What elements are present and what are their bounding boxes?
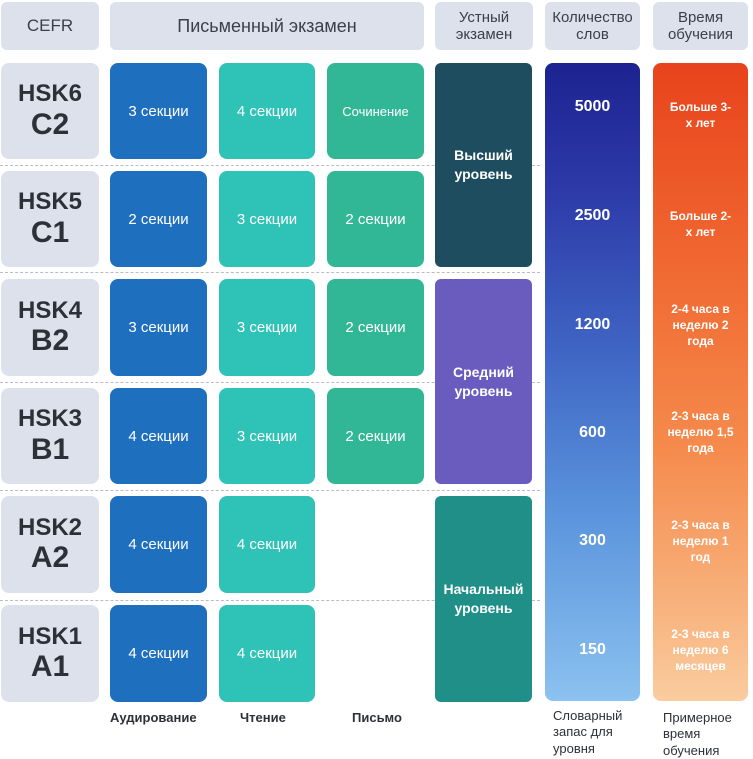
vocab-value: 600: [579, 424, 606, 441]
row-separator: [0, 165, 540, 166]
cefr-label: C1: [30, 215, 70, 249]
cefr-label: A1: [30, 650, 70, 684]
vocab-value: 2500: [574, 207, 611, 224]
header-written-exam: Письменный экзамен: [110, 2, 424, 50]
oral-beginner-block: Начальный уровень: [435, 496, 532, 702]
oral-advanced-label: Высший уровень: [454, 147, 513, 182]
listening-cell: 2 секции: [110, 171, 207, 267]
oral-intermediate-block: Средний уровень: [435, 279, 532, 484]
footer-listening: Аудирование: [110, 710, 197, 725]
cefr-label: C2: [30, 107, 70, 141]
vocab-value: 1200: [574, 316, 611, 333]
vocab-value: 150: [579, 641, 606, 658]
oral-advanced-block: Высший уровень: [435, 63, 532, 267]
time-value: 2-3 часа в неделю 1,5 года: [667, 409, 734, 456]
level-hsk6: HSK6 C2: [1, 63, 99, 159]
time-value: Больше 2-х лет: [669, 209, 732, 240]
time-value: 2-3 часа в неделю 1 год: [671, 518, 730, 565]
row-separator: [0, 600, 540, 601]
cefr-label: A2: [30, 541, 70, 575]
listening-cell: 3 секции: [110, 279, 207, 376]
footer-writing: Письмо: [352, 710, 402, 725]
reading-cell: 3 секции: [219, 279, 315, 376]
header-time: Время обучения: [653, 2, 748, 50]
header-vocab: Количество слов: [545, 2, 640, 50]
writing-cell: 2 секции: [327, 388, 424, 484]
vocab-gradient-bar: [545, 63, 640, 701]
oral-intermediate-label: Средний уровень: [452, 363, 514, 399]
footer-reading: Чтение: [240, 710, 286, 725]
row-separator: [0, 272, 540, 273]
level-hsk5: HSK5 C1: [1, 171, 99, 267]
hsk-label: HSK1: [17, 622, 83, 650]
hsk-label: HSK3: [17, 405, 83, 433]
time-value: 2-3 часа в неделю 6 месяцев: [671, 627, 730, 674]
oral-beginner-label: Начальный уровень: [443, 581, 524, 616]
header-oral-exam: Устный экзамен: [435, 2, 533, 50]
footer-time: Примерное время обучения: [663, 710, 732, 758]
hsk-label: HSK2: [17, 513, 83, 541]
level-hsk1: HSK1 A1: [1, 605, 99, 702]
writing-cell: 2 секции: [327, 171, 424, 267]
reading-cell: 3 секции: [219, 388, 315, 484]
reading-cell: 4 секции: [219, 605, 315, 702]
header-cefr: CEFR: [1, 2, 99, 50]
header-vocab-label: Количество слов: [552, 8, 633, 43]
header-oral-label: Устный экзамен: [455, 8, 513, 43]
level-hsk2: HSK2 A2: [1, 496, 99, 593]
reading-cell: 3 секции: [219, 171, 315, 267]
vocab-value: 5000: [574, 98, 611, 115]
listening-cell: 4 секции: [110, 388, 207, 484]
row-separator: [0, 490, 540, 491]
hsk-label: HSK6: [17, 80, 83, 108]
listening-cell: 4 секции: [110, 496, 207, 593]
footer-vocab: Словарный запас для уровня: [553, 708, 623, 756]
header-cefr-label: CEFR: [26, 16, 74, 36]
reading-cell: 4 секции: [219, 63, 315, 159]
listening-cell: 4 секции: [110, 605, 207, 702]
cefr-label: B1: [30, 432, 70, 466]
header-written-label: Письменный экзамен: [177, 15, 357, 36]
time-gradient-bar: [653, 63, 748, 701]
level-hsk4: HSK4 B2: [1, 279, 99, 376]
writing-cell: 2 секции: [327, 279, 424, 376]
reading-cell: 4 секции: [219, 496, 315, 593]
vocab-value: 300: [579, 532, 606, 549]
header-time-label: Время обучения: [667, 8, 734, 43]
listening-cell: 3 секции: [110, 63, 207, 159]
level-hsk3: HSK3 B1: [1, 388, 99, 484]
writing-cell: Сочинение: [327, 63, 424, 159]
time-value: Больше 3-х лет: [669, 100, 732, 131]
row-separator: [0, 382, 540, 383]
hsk-label: HSK5: [17, 188, 83, 216]
cefr-label: B2: [30, 324, 70, 358]
hsk-label: HSK4: [17, 296, 83, 324]
time-value: 2-4 часа в неделю 2 года: [671, 302, 730, 349]
